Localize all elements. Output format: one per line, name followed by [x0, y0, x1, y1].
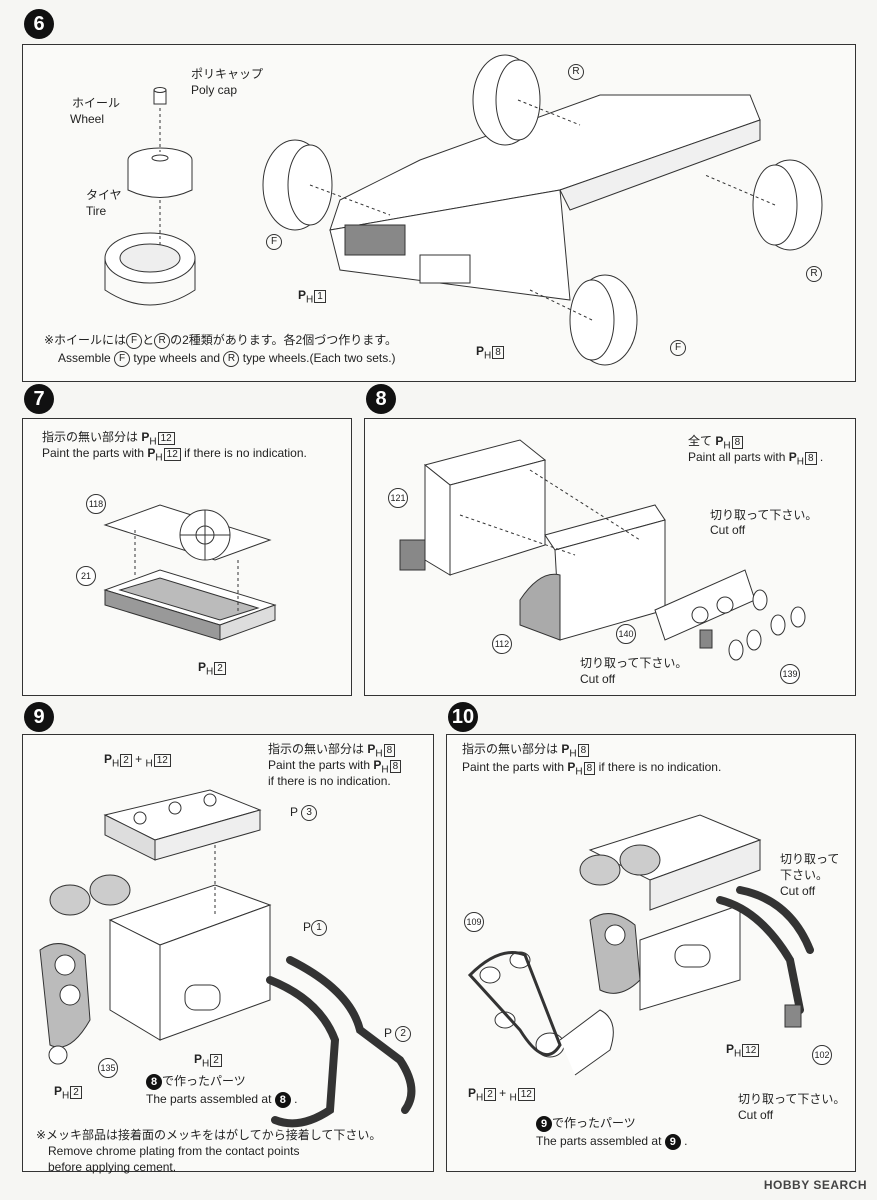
part-112: 112	[492, 634, 512, 654]
step-7-panel	[22, 418, 352, 696]
step-6-number: 6	[24, 9, 54, 39]
part-102: 102	[812, 1045, 832, 1065]
mark-r-right: R	[806, 266, 822, 282]
tire-label-jp: タイヤ	[86, 188, 122, 202]
mark-f-bottom: F	[670, 340, 686, 356]
polycap-label-jp: ポリキャップ	[191, 67, 264, 81]
step-10-cut-en: Cut off	[780, 884, 816, 898]
wheel-label-en: Wheel	[70, 112, 105, 126]
step-10-made-en: The parts assembled at 9 .	[536, 1134, 688, 1150]
step-9-p2-label: P 2	[384, 1026, 412, 1042]
tire-label-en: Tire	[86, 204, 107, 218]
step-10-cut-jp1: 切り取って	[780, 852, 840, 866]
step-9-chrome-en2: before applying cement.	[48, 1160, 177, 1174]
step-9-chrome-jp: ※メッキ部品は接着面のメッキをはがしてから接着して下さい。	[36, 1128, 382, 1142]
mark-f-left: F	[266, 234, 282, 250]
part-21: 21	[76, 566, 96, 586]
step-8-number: 8	[366, 384, 396, 414]
part-139: 139	[780, 664, 800, 684]
mark-r-top: R	[568, 64, 584, 80]
wheel-label-jp: ホイール	[72, 96, 121, 110]
step-9-paint-en-b: if there is no indication.	[268, 774, 391, 788]
polycap-label-en: Poly cap	[191, 83, 238, 97]
part-135: 135	[98, 1058, 118, 1078]
step-6-drawing	[104, 54, 823, 366]
step-10-cut2-en: Cut off	[738, 1108, 774, 1122]
part-121: 121	[388, 488, 408, 508]
step-6-note-en: Assemble F type wheels and R type wheels…	[58, 351, 396, 367]
step-10-number: 10	[448, 702, 478, 732]
part-109: 109	[464, 912, 484, 932]
step-9-number: 9	[24, 702, 54, 732]
step-9-p3-label: P 3	[290, 805, 318, 821]
step-8-cut2-jp: 切り取って下さい。	[580, 656, 688, 670]
step-10-cut2-jp: 切り取って下さい。	[738, 1092, 846, 1106]
watermark: HOBBY SEARCH	[763, 1178, 867, 1192]
step-8-cut-jp: 切り取って下さい。	[710, 508, 818, 522]
step-8-cut2-en: Cut off	[580, 672, 616, 686]
step-8-drawing	[399, 439, 806, 661]
step-9-made-en: The parts assembled at 8 .	[146, 1092, 298, 1108]
step-9-chrome-en1: Remove chrome plating from the contact p…	[48, 1144, 300, 1158]
step-7-number: 7	[24, 384, 54, 414]
part-140: 140	[616, 624, 636, 644]
part-118: 118	[86, 494, 106, 514]
step-8-cut-en: Cut off	[710, 523, 746, 537]
step-7-drawing	[103, 504, 277, 641]
step-10-cut-jp2: 下さい。	[780, 868, 829, 882]
